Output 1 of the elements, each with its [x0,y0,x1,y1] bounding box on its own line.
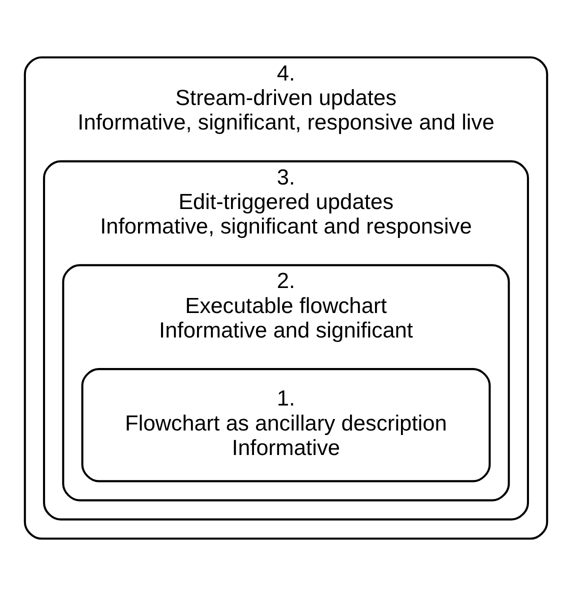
node-box: 1. Flowchart as ancillary description Informative [81,368,491,482]
